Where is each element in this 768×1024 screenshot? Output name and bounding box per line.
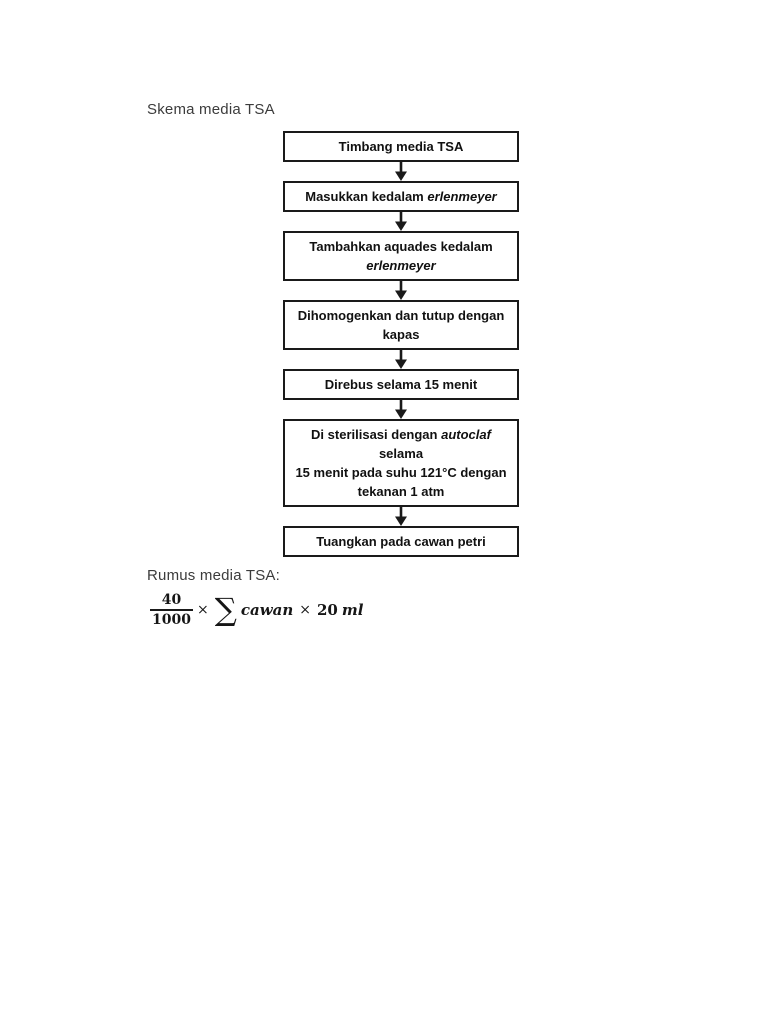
formula: 40 1000 × ∑ cawan × 20 ml: [150, 592, 365, 628]
flow-step-line: tekanan 1 atm: [357, 484, 445, 499]
fraction-numerator: 40: [161, 592, 182, 608]
flow-step-box: Timbang media TSA: [283, 131, 519, 162]
flow-step-line: Tuangkan pada cawan petri: [316, 534, 486, 549]
down-arrow-icon: [395, 212, 407, 231]
flow-step-box: Masukkan kedalam erlenmeyer: [283, 181, 519, 212]
flow-step-line: Dihomogenkan dan tutup dengan: [297, 308, 505, 323]
flow-arrow: [393, 162, 409, 181]
flow-step-line: 15 menit pada suhu 121°C dengan: [295, 465, 507, 480]
sigma-symbol: ∑: [214, 592, 237, 628]
fraction-denominator: 1000: [150, 609, 193, 628]
formula-unit: ml: [341, 601, 364, 619]
multiply-operator: ×: [299, 602, 311, 618]
flow-step-box: Direbus selama 15 menit: [283, 369, 519, 400]
down-arrow-icon: [395, 162, 407, 181]
page-title: Skema media TSA: [147, 101, 275, 118]
flow-step-line: Tambahkan aquades kedalam: [309, 239, 493, 254]
flow-step-line: Di sterilisasi dengan autoclaf selama: [311, 427, 491, 461]
flow-arrow: [393, 400, 409, 419]
down-arrow-icon: [395, 507, 407, 526]
flow-arrow: [393, 350, 409, 369]
flowchart: Timbang media TSA Masukkan kedalam erlenm…: [283, 131, 519, 557]
formula-term: cawan: [240, 601, 294, 619]
flow-step-box: Di sterilisasi dengan autoclaf selama 15 …: [283, 419, 519, 507]
flow-step-line: Direbus selama 15 menit: [324, 377, 478, 392]
flow-step-box: Dihomogenkan dan tutup dengan kapas: [283, 300, 519, 350]
flow-step-line: kapas: [382, 327, 420, 342]
flow-step-line: erlenmeyer: [366, 258, 436, 273]
flow-step-box: Tuangkan pada cawan petri: [283, 526, 519, 557]
flow-step-box: Tambahkan aquades kedalam erlenmeyer: [283, 231, 519, 281]
formula-fraction: 40 1000: [150, 592, 193, 628]
multiply-operator: ×: [196, 602, 209, 618]
flow-step-line: Timbang media TSA: [338, 139, 464, 154]
flow-step-line: Masukkan kedalam erlenmeyer: [305, 189, 497, 204]
down-arrow-icon: [395, 400, 407, 419]
flow-arrow: [393, 281, 409, 300]
flow-arrow: [393, 507, 409, 526]
formula-label: Rumus media TSA:: [147, 567, 280, 584]
down-arrow-icon: [395, 281, 407, 300]
formula-coefficient: 20: [316, 601, 338, 619]
down-arrow-icon: [395, 350, 407, 369]
flow-arrow: [393, 212, 409, 231]
